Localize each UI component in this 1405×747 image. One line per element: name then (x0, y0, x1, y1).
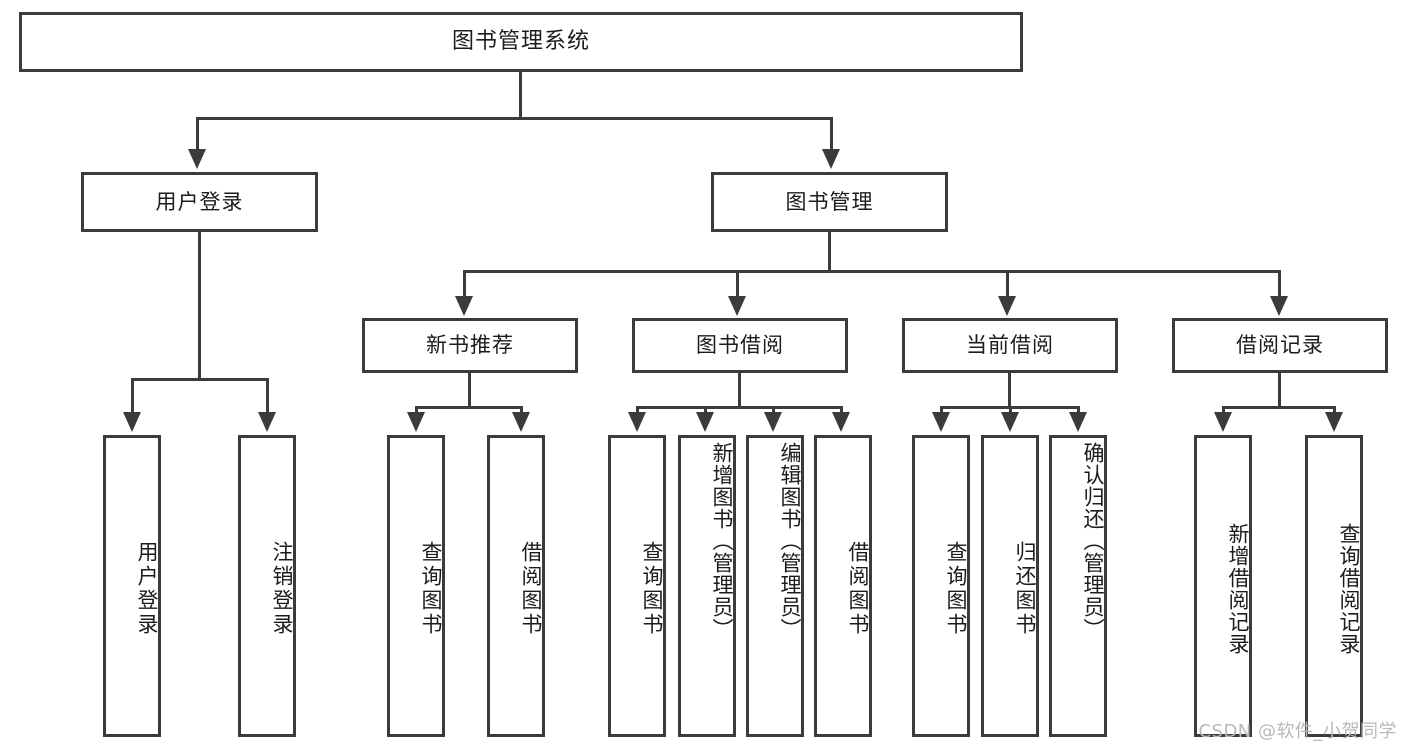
node-new-book-recommend[interactable]: 新书推荐 (362, 318, 578, 373)
connector-user-login-stem (198, 232, 201, 380)
connector-book-borrow-bus (636, 406, 843, 409)
connector-drop-leaf-logout-login (266, 378, 269, 414)
connector-new-book-recommend-bus (415, 406, 523, 409)
connector-drop-user-login (196, 117, 199, 151)
node-leaf-borrow-book-1[interactable]: 借阅图书 (487, 435, 545, 737)
node-leaf-edit-book[interactable]: 编辑图书（管理员） (746, 435, 804, 737)
node-leaf-confirm-return[interactable]: 确认归还（管理员） (1049, 435, 1107, 737)
connector-book-management-stem (828, 232, 831, 272)
connector-drop-query-book-2 (636, 406, 639, 416)
arrowhead-leaf-logout-login (258, 412, 276, 432)
arrowhead-query-book-3 (932, 412, 950, 432)
connector-drop-book-borrow (736, 270, 739, 298)
arrowhead-borrow-book-2 (832, 412, 850, 432)
connector-user-login-bus (131, 378, 269, 381)
node-leaf-add-book[interactable]: 新增图书（管理员） (678, 435, 736, 737)
node-root-system[interactable]: 图书管理系统 (19, 12, 1023, 72)
arrowhead-query-book-2 (628, 412, 646, 432)
arrowhead-confirm-return (1069, 412, 1087, 432)
arrowhead-borrow-book-1 (512, 412, 530, 432)
connector-drop-new-book-recommend (463, 270, 466, 298)
connector-drop-query-book-3 (940, 406, 943, 416)
connector-drop-query-record (1333, 406, 1336, 416)
arrowhead-edit-book (764, 412, 782, 432)
connector-current-borrow-stem (1008, 373, 1011, 408)
connector-drop-book-management (830, 117, 833, 151)
arrowhead-leaf-user-login (123, 412, 141, 432)
node-leaf-query-book-1[interactable]: 查询图书 (387, 435, 445, 737)
arrowhead-new-book-recommend (455, 296, 473, 316)
node-leaf-logout-login[interactable]: 注销登录 (238, 435, 296, 737)
arrowhead-query-record (1325, 412, 1343, 432)
node-leaf-query-record[interactable]: 查询借阅记录 (1305, 435, 1363, 737)
connector-drop-current-borrow (1006, 270, 1009, 298)
connector-drop-borrow-book-1 (520, 406, 523, 416)
arrowhead-add-record (1214, 412, 1232, 432)
arrowhead-borrow-record (1270, 296, 1288, 316)
connector-drop-confirm-return (1077, 406, 1080, 416)
connector-drop-edit-book (772, 406, 775, 416)
connector-drop-leaf-user-login (131, 378, 134, 414)
node-book-borrow[interactable]: 图书借阅 (632, 318, 848, 373)
arrowhead-book-management (822, 149, 840, 169)
connector-drop-add-book (704, 406, 707, 416)
arrowhead-add-book (696, 412, 714, 432)
connector-level2-bus (463, 270, 1281, 273)
arrowhead-current-borrow (998, 296, 1016, 316)
connector-level1-bus (196, 117, 833, 120)
node-leaf-query-book-2[interactable]: 查询图书 (608, 435, 666, 737)
node-leaf-borrow-book-2[interactable]: 借阅图书 (814, 435, 872, 737)
connector-drop-add-record (1222, 406, 1225, 416)
connector-borrow-record-bus (1222, 406, 1336, 409)
connector-book-borrow-stem (738, 373, 741, 408)
node-book-management[interactable]: 图书管理 (711, 172, 948, 232)
connector-drop-query-book-1 (415, 406, 418, 416)
connector-new-book-recommend-stem (468, 373, 471, 408)
node-leaf-user-login[interactable]: 用户登录 (103, 435, 161, 737)
connector-root-stem (519, 72, 522, 117)
connector-drop-borrow-record (1278, 270, 1281, 298)
arrowhead-user-login (188, 149, 206, 169)
node-leaf-query-book-3[interactable]: 查询图书 (912, 435, 970, 737)
connector-drop-return-book (1009, 406, 1012, 416)
node-current-borrow[interactable]: 当前借阅 (902, 318, 1118, 373)
arrowhead-book-borrow (728, 296, 746, 316)
arrowhead-query-book-1 (407, 412, 425, 432)
connector-drop-borrow-book-2 (840, 406, 843, 416)
node-borrow-record[interactable]: 借阅记录 (1172, 318, 1388, 373)
node-leaf-return-book[interactable]: 归还图书 (981, 435, 1039, 737)
node-user-login[interactable]: 用户登录 (81, 172, 318, 232)
arrowhead-return-book (1001, 412, 1019, 432)
node-leaf-add-record[interactable]: 新增借阅记录 (1194, 435, 1252, 737)
connector-borrow-record-stem (1278, 373, 1281, 408)
